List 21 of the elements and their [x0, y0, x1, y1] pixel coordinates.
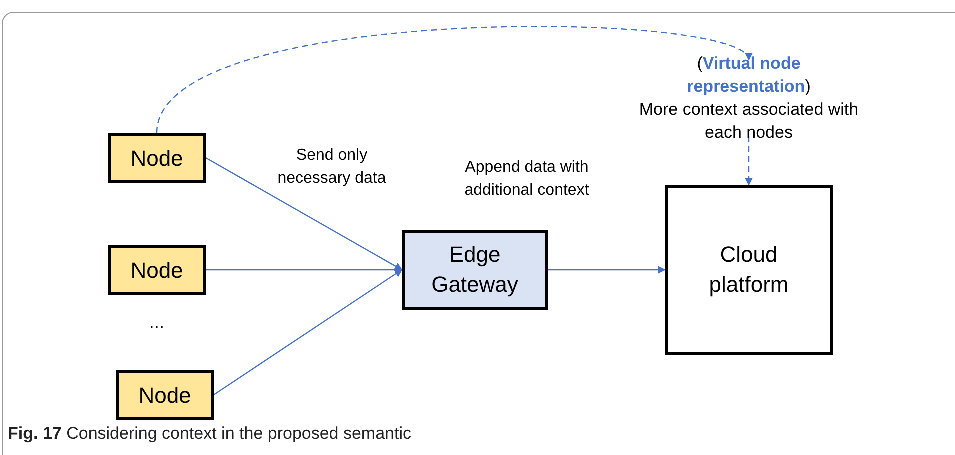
node-box — [108, 133, 206, 183]
arrow — [206, 157, 403, 271]
annotation-title: (Virtual node representation) — [686, 53, 812, 98]
flow-note: Send only necessary data — [276, 146, 388, 189]
node-box — [116, 370, 214, 420]
arrow — [548, 266, 666, 274]
dashed-arrow — [156, 26, 750, 134]
node-box — [108, 245, 206, 295]
cloud-box — [665, 185, 833, 355]
ellipsis: … — [148, 314, 166, 334]
arrow — [214, 269, 403, 396]
node-label: Node — [130, 144, 184, 172]
node-label: Node — [130, 256, 184, 284]
flow-note: Append data with additional context — [464, 158, 590, 201]
node-label: Cloud platform — [708, 241, 790, 299]
annotation-note: More context associated with each nodes — [639, 99, 859, 144]
node-label: Node — [138, 382, 192, 410]
figure-caption: Fig. 17 Considering context in the proposed semantic — [8, 423, 412, 445]
gateway-box — [402, 230, 548, 310]
dashed-arrow — [745, 136, 753, 186]
node-label: Edge Gateway — [430, 241, 520, 299]
